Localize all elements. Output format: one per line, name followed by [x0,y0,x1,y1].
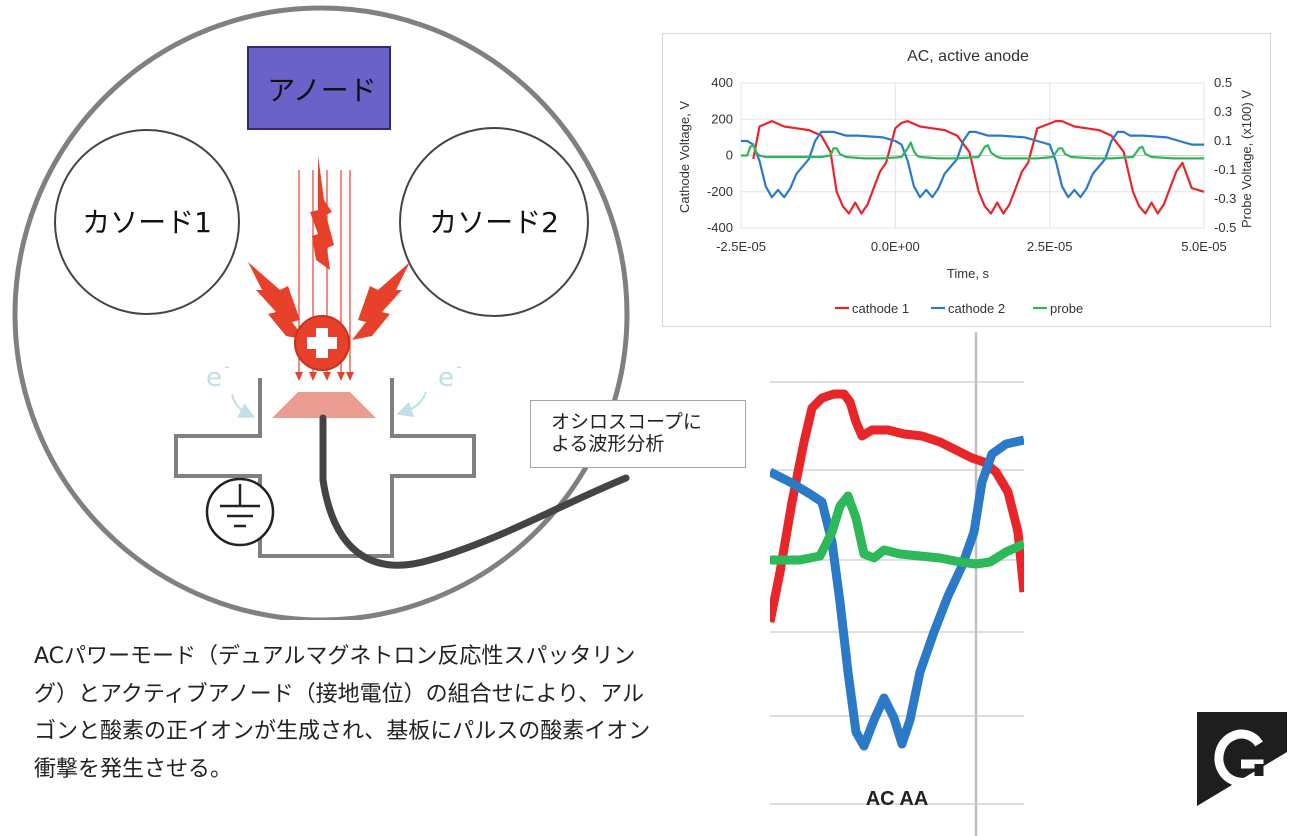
y2-tick-label: -0.5 [1214,220,1236,235]
y-tick-label: 200 [711,111,733,126]
zoom-label: AC AA [865,788,929,810]
electron-left-icon: e - [206,357,256,418]
positive-ion-icon [294,315,350,371]
chart-title: AC, active anode [907,48,1029,65]
series-line-cathode-1 [752,120,1205,215]
chart-series [741,120,1205,215]
electron-right-icon: e - [396,357,462,418]
y-tick-label: -400 [707,220,733,235]
substrate-target [272,392,376,418]
legend-label: cathode 2 [948,301,1005,316]
oscilloscope-chart: AC, active anode 400 200 0 -200 -400 0.5 0.3 0.… [662,33,1271,327]
oscilloscope-label-box: オシロスコープに よる波形分析 [530,400,746,468]
caption-line: ACパワーモード（デュアルマグネトロン反応性スパッタリン [34,644,636,669]
cathode-2-label: カソード2 [429,206,559,239]
zoom-cathode-1-line [770,389,1024,623]
x-tick-label: -2.5E-05 [716,239,766,254]
anode-box [247,46,391,130]
series-line-cathode-2 [741,130,1204,199]
caption-line: グ）とアクティブアノード（接地電位）の組合せにより、アル [34,681,645,707]
y2-tick-label: 0.1 [1214,133,1232,148]
svg-text:e: e [438,363,454,393]
series-line-probe [741,141,1204,160]
x-tick-label: 0.0E+00 [871,239,920,254]
x-tick-label: 5.0E-05 [1181,239,1227,254]
cathode-1-label: カソード1 [82,206,212,239]
y-axis-label: Cathode Voltage, V [677,101,692,213]
svg-text:e: e [206,363,222,393]
x-tick-label: 2.5E-05 [1027,239,1073,254]
chart-grid [740,82,1205,229]
y-tick-label: 0 [726,148,733,163]
ion-acceleration-arrows [248,155,410,340]
company-logo [1197,712,1287,806]
cathode-2 [399,127,589,317]
x-axis-label: Time, s [947,266,990,281]
y2-tick-label: 0.5 [1214,75,1232,90]
legend-label: cathode 1 [852,301,909,316]
caption-text: ACパワーモード（デュアルマグネトロン反応性スパッタリン グ）とアクティブアノー… [34,638,734,788]
y2-axis-label: Probe Voltage, (x100) V [1239,90,1254,228]
y2-tick-label: -0.3 [1214,191,1236,206]
y2-tick-label: 0.3 [1214,104,1232,119]
svg-text:-: - [224,357,230,376]
svg-text:-: - [456,357,462,376]
caption-line: 衝撃を発生させる。 [34,756,233,782]
zoom-cathode-2-line [770,435,1024,751]
chart-legend: cathode 1 cathode 2 probe [835,301,1083,316]
zoomed-waveform [770,332,1024,836]
chart-ticks: 400 200 0 -200 -400 0.5 0.3 0.1 -0.1 -0.3 -0.5 -2.5… [707,75,1236,254]
chamber-circle [12,5,630,620]
anode-label: アノード [267,74,376,107]
y-tick-label: -200 [707,184,733,199]
substrate-holder [174,378,476,558]
scope-label-line2: よる波形分析 [551,433,665,455]
y2-tick-label: -0.1 [1214,162,1236,177]
flux-arrowheads [295,372,354,381]
scope-label-line1: オシロスコープに [551,411,702,433]
cathode-1 [54,129,240,315]
ground-icon [205,477,275,547]
zoom-probe-line [770,491,1024,569]
y-tick-label: 400 [711,75,733,90]
probe-cable [319,414,630,569]
caption-line: ゴンと酸素の正イオンが生成され、基板にパルスの酸素イオン [34,719,651,744]
legend-label: probe [1050,301,1083,316]
sputtering-chamber-diagram: アノード カソード1 カソード2 e - e - [12,5,630,620]
